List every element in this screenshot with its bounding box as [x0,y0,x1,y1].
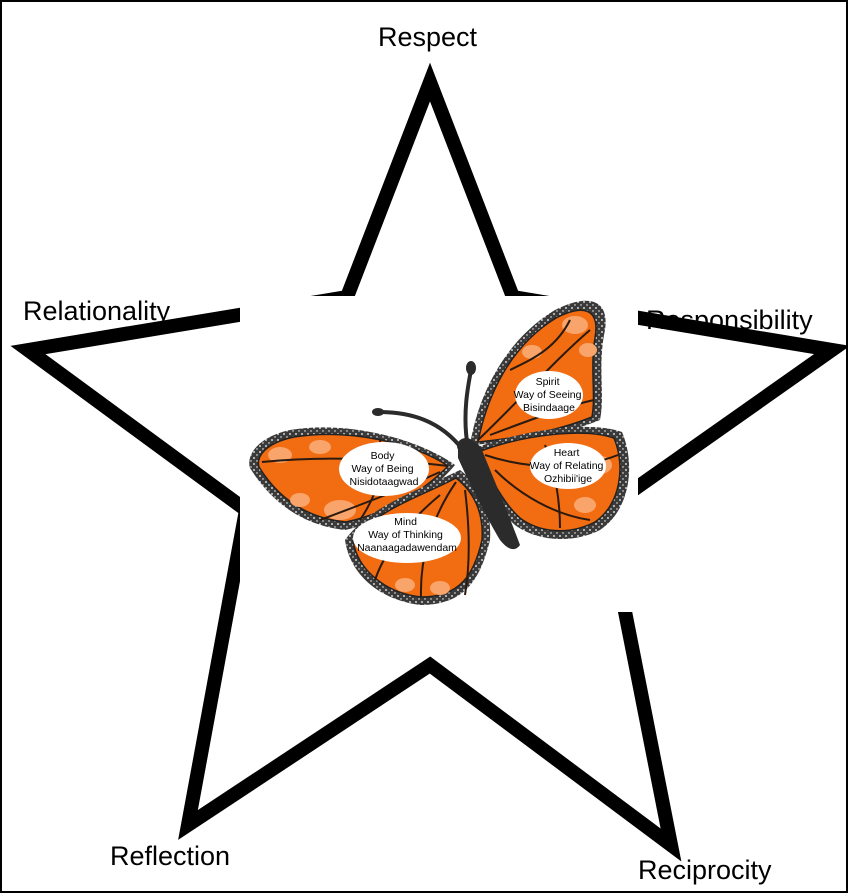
label-relationality: Relationality [23,296,171,326]
label-respect: Respect [378,22,478,52]
wing-heart-text: Heart Way of Relating Ozhibii'ige [530,447,607,485]
label-reciprocity: Reciprocity [638,855,772,885]
butterfly: Spirit Way of Seeing Bisindaage Heart Wa… [249,300,630,605]
text-blobs [339,371,606,563]
wing-body-text: Body Way of Being Nisidotaagwad [350,450,419,488]
antenna-left [377,410,465,452]
wing-spirit-text: Spirit Way of Seeing Bisindaage [514,376,585,414]
wing-mind-text: Mind Way of Thinking Naanaagadawendam [357,516,457,554]
label-responsibility: Responsibility [646,305,813,335]
butterfly-body [458,440,520,550]
label-reflection: Reflection [110,841,231,871]
star-outline [10,62,848,862]
